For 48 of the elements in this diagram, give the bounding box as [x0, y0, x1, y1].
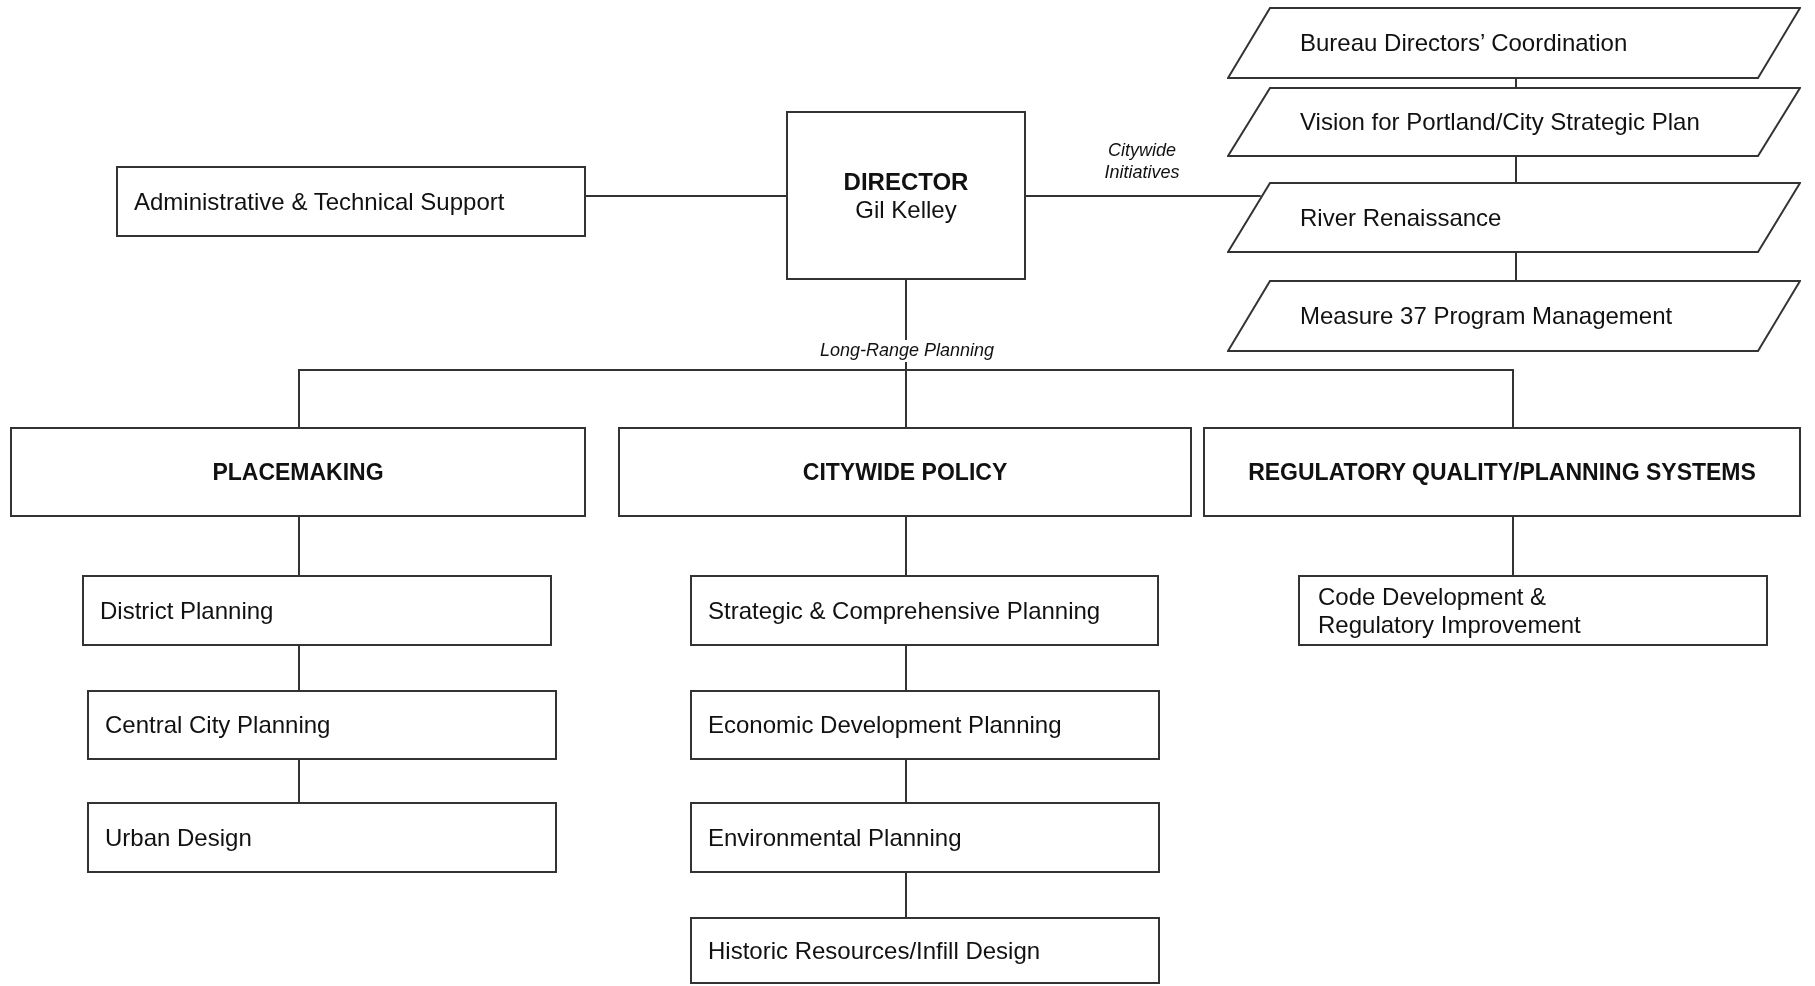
division-title: PLACEMAKING: [212, 458, 384, 486]
unit-name: Historic Resources/Infill Design: [708, 936, 1041, 965]
connector-line: [1515, 156, 1517, 183]
unit-box: [786, 111, 1026, 280]
connector-line: [905, 645, 907, 691]
parallelogram-box: [1227, 7, 1801, 79]
connector-line: [298, 516, 300, 576]
unit-name: Bureau Directors’ Coordination: [1300, 29, 1628, 57]
unit-name: River Renaissance: [1300, 203, 1502, 232]
person-name: Gil Kelley: [855, 195, 957, 224]
unit-name: District Planning: [100, 596, 274, 625]
unit-box: [690, 917, 1160, 984]
connector-line: [905, 872, 907, 918]
unit-box: [87, 802, 557, 873]
unit-box: [690, 802, 1160, 873]
unit-name: Central City Planning: [105, 711, 331, 739]
unit-box: [690, 690, 1160, 760]
unit-name: Urban Design: [105, 823, 252, 852]
unit-box: [87, 690, 557, 760]
connector-line: [585, 195, 787, 197]
box-title: DIRECTOR: [843, 167, 969, 196]
unit-name: Administrative & Technical Support: [134, 187, 505, 216]
parallelogram-box: [1227, 87, 1801, 157]
connector-line: [1512, 516, 1514, 576]
connector-line: [1025, 195, 1262, 197]
unit-box: [116, 166, 586, 237]
division-box: [618, 427, 1192, 517]
connector-line: [298, 759, 300, 803]
unit-box: [82, 575, 552, 646]
parallelogram-box: [1227, 280, 1801, 352]
connector-line: [1515, 78, 1517, 88]
connector-line: [905, 759, 907, 803]
unit-box: [690, 575, 1159, 646]
unit-box: [1298, 575, 1768, 646]
unit-name: Code Development & Regulatory Improvement: [1318, 582, 1582, 639]
unit-name: Environmental Planning: [708, 823, 962, 852]
unit-name: Measure 37 Program Management: [1300, 302, 1673, 330]
unit-name: Vision for Portland/City Strategic Plan: [1300, 108, 1700, 136]
division-box: [10, 427, 586, 517]
division-box: [1203, 427, 1801, 517]
connector-line: [298, 645, 300, 691]
unit-name: Economic Development Planning: [708, 711, 1062, 739]
connector-line: [905, 516, 907, 576]
division-title: CITYWIDE POLICY: [802, 458, 1008, 486]
connector-line: [1515, 252, 1517, 281]
unit-name: Strategic & Comprehensive Planning: [708, 596, 1101, 625]
parallelogram-box: [1227, 182, 1801, 253]
division-title: REGULATORY QUALITY/PLANNING SYSTEMS: [1248, 458, 1756, 486]
